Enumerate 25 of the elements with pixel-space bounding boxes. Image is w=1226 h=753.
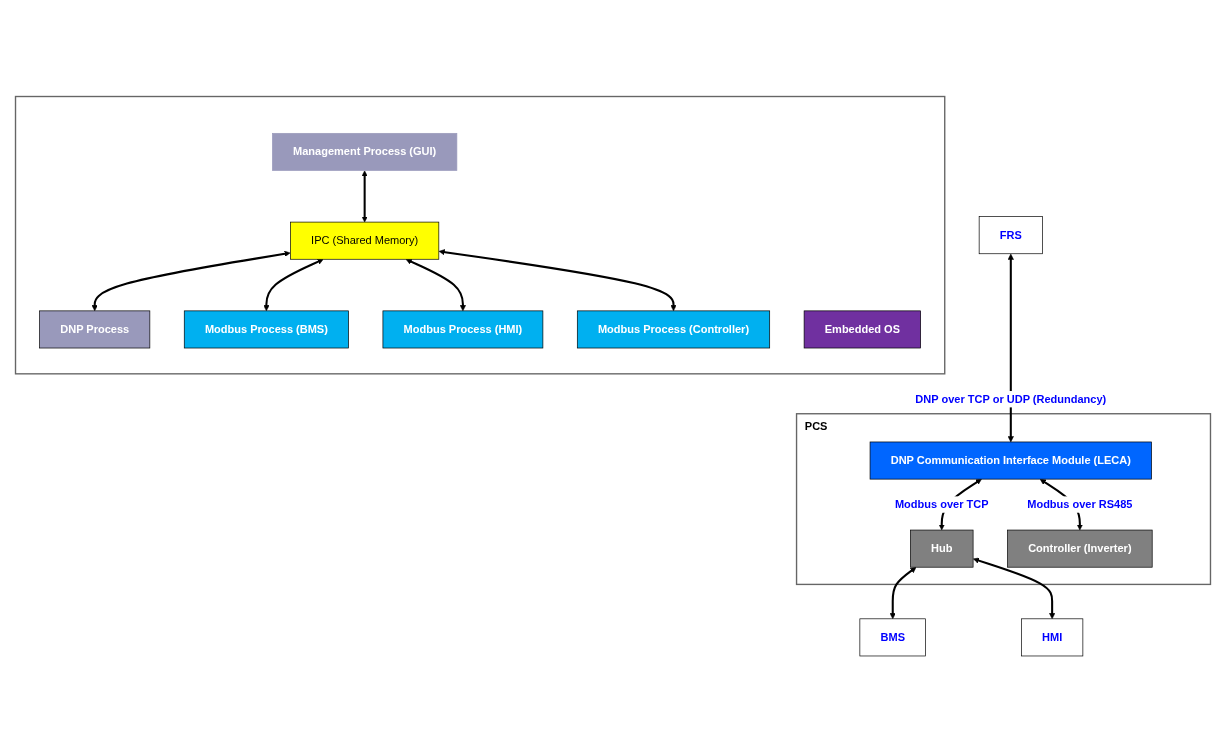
node-box: Embedded OS bbox=[803, 310, 921, 349]
cluster bbox=[14, 96, 946, 375]
edge-label: Modbus over TCP bbox=[894, 498, 989, 511]
node-box: Controller (Inverter) bbox=[1007, 529, 1153, 568]
arrow bbox=[438, 249, 677, 312]
arrow bbox=[889, 567, 917, 620]
node-box: Modbus Process (Controller) bbox=[576, 310, 771, 349]
arrow bbox=[405, 259, 466, 312]
arrow bbox=[361, 170, 368, 223]
arrow bbox=[91, 251, 291, 312]
arrow bbox=[1007, 254, 1014, 443]
edge-label: DNP over TCP or UDP (Redundancy) bbox=[915, 393, 1107, 406]
node-box: Modbus Process (HMI) bbox=[382, 310, 544, 349]
arrow bbox=[973, 557, 1056, 620]
node-box: Modbus Process (BMS) bbox=[183, 310, 349, 349]
node-box: FRS bbox=[978, 216, 1043, 255]
node-box: DNP Process bbox=[39, 310, 151, 349]
node-box: Hub bbox=[910, 529, 974, 568]
node-box: DNP Communication Interface Module (LECA) bbox=[869, 441, 1152, 480]
edge-label: Modbus over RS485 bbox=[1027, 498, 1133, 511]
node-box: BMS bbox=[859, 618, 926, 657]
node-box: Management Process (GUI) bbox=[272, 133, 458, 172]
node-box: HMI bbox=[1021, 618, 1084, 657]
node-box: IPC (Shared Memory) bbox=[290, 222, 440, 260]
arrow bbox=[263, 259, 324, 312]
